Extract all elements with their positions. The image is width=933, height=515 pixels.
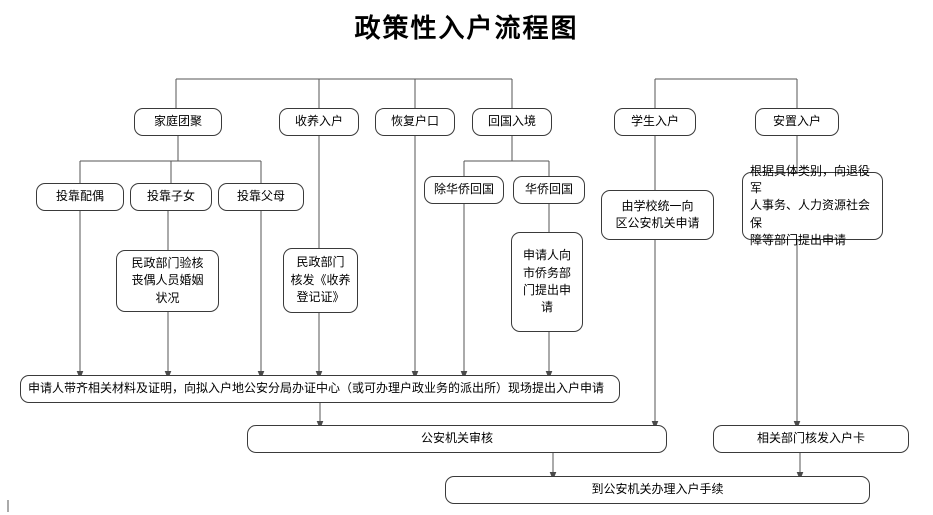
node-return-entry[interactable]: 回国入境 (472, 108, 552, 136)
node-label: 安置入户 (772, 114, 821, 129)
node-label: 投靠父母 (236, 189, 285, 204)
node-onsite-application[interactable]: 申请人带齐相关材料及证明，向拟入户地公安分局办证中心（或可办理户政业务的派出所）… (20, 375, 620, 403)
node-family-reunion[interactable]: 家庭团聚 (134, 108, 222, 136)
node-label: 民政部门 核发《收养 登记证》 (290, 255, 351, 305)
node-label: 除华侨回国 (433, 182, 494, 197)
node-spouse[interactable]: 投靠配偶 (36, 183, 124, 211)
node-label: 投靠子女 (146, 189, 195, 204)
node-overseas-return[interactable]: 华侨回国 (513, 176, 585, 204)
node-non-overseas-return[interactable]: 除华侨回国 (424, 176, 504, 204)
node-label: 学生入户 (630, 114, 679, 129)
node-label: 公安机关审核 (420, 431, 493, 446)
node-label: 由学校统一向 区公安机关申请 (615, 198, 700, 230)
node-label: 相关部门核发入户卡 (756, 431, 865, 446)
node-label: 投靠配偶 (55, 189, 104, 204)
node-resettlement[interactable]: 安置入户 (755, 108, 839, 136)
node-overseas-affairs-apply[interactable]: 申请人向 市侨务部 门提出申 请 (511, 232, 583, 332)
node-final-procedure[interactable]: 到公安机关办理入户手续 (445, 476, 870, 504)
node-student[interactable]: 学生入户 (614, 108, 696, 136)
node-adoption[interactable]: 收养入户 (279, 108, 359, 136)
node-restore-hukou[interactable]: 恢复户口 (375, 108, 455, 136)
node-parents[interactable]: 投靠父母 (218, 183, 304, 211)
node-label: 根据具体类别，向退役军 人事务、人力资源社会保 障等部门提出申请 (750, 163, 871, 248)
node-label: 到公安机关办理入户手续 (591, 482, 724, 497)
node-label: 民政部门验核 丧偶人员婚姻 状况 (131, 255, 204, 305)
node-police-review[interactable]: 公安机关审核 (247, 425, 667, 453)
node-label: 收养入户 (294, 114, 343, 129)
node-adoption-certificate[interactable]: 民政部门 核发《收养 登记证》 (283, 248, 358, 313)
node-label: 华侨回国 (524, 182, 573, 197)
node-label: 家庭团聚 (153, 114, 202, 129)
node-school-apply[interactable]: 由学校统一向 区公安机关申请 (601, 190, 714, 240)
node-resettlement-apply[interactable]: 根据具体类别，向退役军 人事务、人力资源社会保 障等部门提出申请 (742, 164, 883, 247)
node-children[interactable]: 投靠子女 (130, 183, 212, 211)
node-label: 申请人向 市侨务部 门提出申 请 (522, 248, 571, 315)
node-label: 申请人带齐相关材料及证明，向拟入户地公安分局办证中心（或可办理户政业务的派出所）… (28, 381, 605, 396)
node-civil-affairs-verify[interactable]: 民政部门验核 丧偶人员婚姻 状况 (116, 250, 219, 312)
page-title: 政策性入户流程图 (354, 14, 579, 44)
node-label: 回国入境 (487, 114, 536, 129)
node-issue-household-card[interactable]: 相关部门核发入户卡 (713, 425, 909, 453)
node-label: 恢复户口 (390, 114, 439, 129)
